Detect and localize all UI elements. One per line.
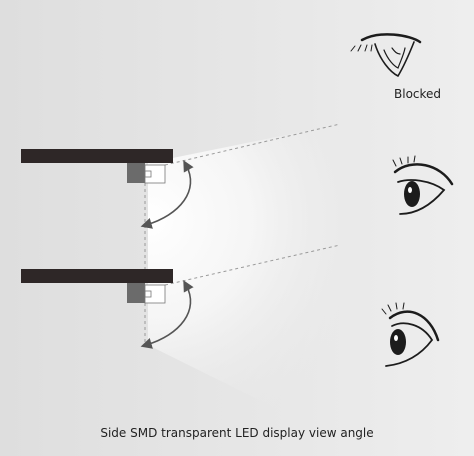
- light-beam: [148, 124, 340, 440]
- top-led-body: [127, 163, 145, 183]
- top-panel-bar: [21, 149, 173, 163]
- eye-looking-down-icon: [350, 33, 422, 78]
- bottom-led-chip: [144, 284, 166, 304]
- bottom-panel-bar: [21, 269, 173, 283]
- bottom-led-body: [127, 283, 145, 303]
- bottom-angle-arrow: [140, 280, 194, 349]
- blocked-label: Blocked: [394, 87, 442, 101]
- eye-side-icon-middle: [392, 155, 454, 215]
- top-angle-arrow: [140, 160, 194, 229]
- eye-side-icon-bottom: [381, 302, 440, 367]
- diagram-caption: Side SMD transparent LED display view an…: [100, 426, 374, 440]
- top-led-chip: [144, 164, 166, 184]
